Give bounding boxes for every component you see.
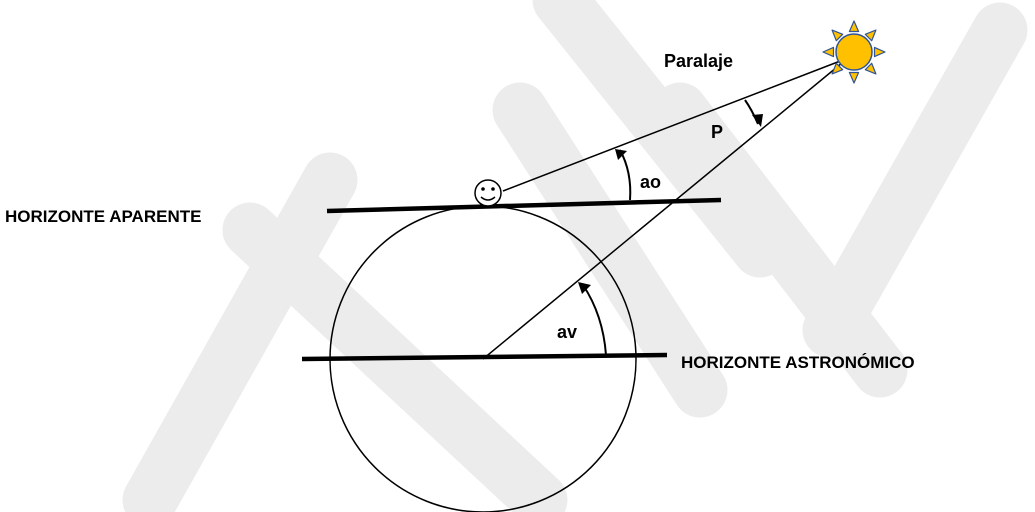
angle-arc-ao: [619, 149, 632, 201]
angle-arc-p: [744, 99, 759, 125]
sun-ray: [831, 62, 844, 75]
angle-arc-av: [582, 284, 607, 356]
apparent-horizon-line: [326, 197, 722, 214]
sun-ray: [864, 62, 877, 75]
sun-ray: [848, 71, 860, 84]
arrowhead-av: [578, 282, 591, 294]
watermark: [122, 0, 1028, 512]
sun-ray: [822, 46, 835, 58]
sun-ray: [873, 46, 886, 58]
arrowhead-ao: [615, 149, 627, 160]
observer-sight-line: [502, 57, 849, 192]
sun-ray: [831, 29, 844, 42]
parallax-label: Paralaje: [664, 51, 733, 71]
astronomical-horizon-label: HORIZONTE ASTRONÓMICO: [681, 353, 915, 372]
apparent-horizon-label: HORIZONTE APARENTE: [5, 207, 201, 226]
sun-ray: [848, 20, 860, 33]
sun-icon: [822, 20, 886, 84]
angle-av-label: av: [557, 322, 577, 342]
angle-p-label: P: [711, 122, 723, 142]
center-sight-line: [482, 57, 849, 360]
sun-ray: [864, 29, 877, 42]
arrowhead-p: [752, 114, 763, 127]
angle-ao-label: ao: [640, 172, 661, 192]
smiley-observer-icon: [474, 179, 502, 207]
